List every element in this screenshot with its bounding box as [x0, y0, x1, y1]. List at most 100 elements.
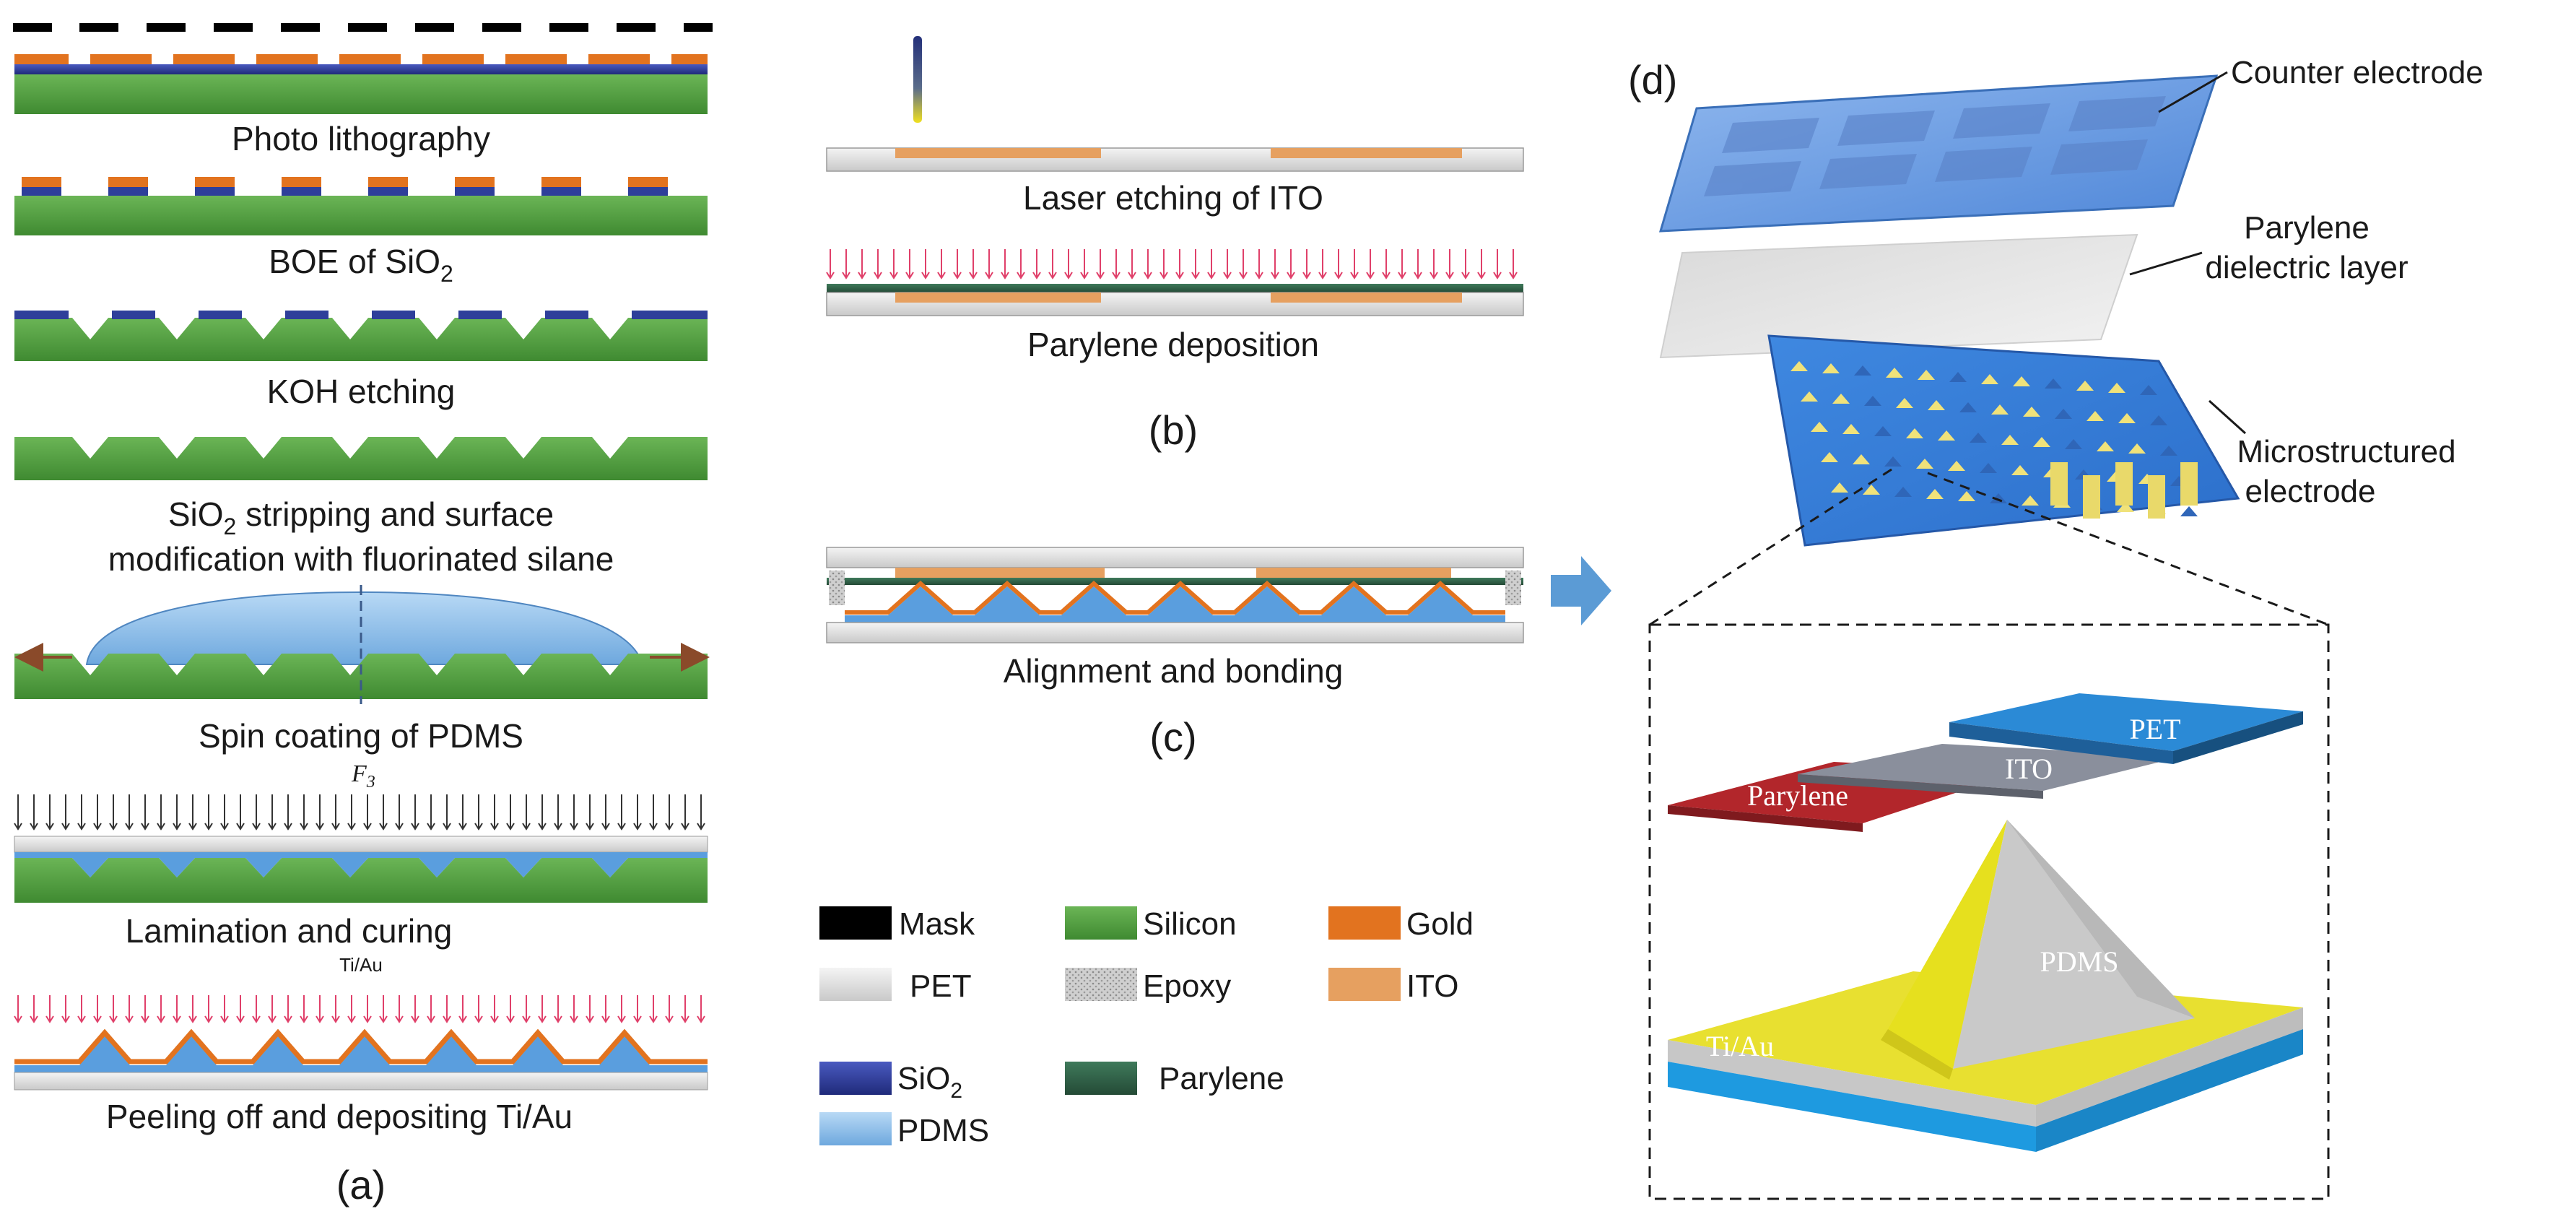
microstructured-label-line1: Microstructured — [2237, 434, 2455, 469]
down-arrow — [1493, 249, 1502, 279]
down-arrow — [1064, 249, 1073, 279]
panel-a-label: (a) — [336, 1162, 386, 1208]
lead-finger — [2148, 475, 2165, 519]
down-arrow — [316, 794, 324, 831]
pyramid-pad — [1811, 422, 1828, 432]
down-arrow — [1366, 249, 1375, 279]
inset-tiau-label: Ti/Au — [1706, 1030, 1774, 1062]
pyramid-pad — [2128, 443, 2146, 454]
down-arrow — [14, 794, 22, 831]
mask-pattern — [13, 23, 713, 32]
pyramid-pad — [1790, 361, 1808, 371]
svg-text:Gold: Gold — [1406, 906, 1474, 942]
down-arrow — [268, 794, 277, 831]
down-arrow — [1048, 249, 1057, 279]
down-arrow — [252, 794, 261, 831]
down-arrow — [443, 794, 451, 831]
pyramid-pad — [1863, 485, 1880, 495]
down-arrow — [649, 794, 658, 831]
deposition-arrows-b — [826, 249, 1518, 279]
down-arrow — [586, 995, 594, 1023]
pressure-arrows — [14, 794, 705, 831]
microstructured-electrode-sheet — [1767, 334, 2240, 547]
down-arrow — [665, 995, 674, 1023]
pyramid-pad — [2076, 381, 2094, 391]
down-arrow — [474, 995, 483, 1023]
panel-c: Alignment and bonding (c) — [826, 547, 1524, 760]
down-arrow — [1159, 249, 1168, 279]
panel-a: Photo lithography — [13, 23, 713, 1208]
step-koh-diagram — [14, 311, 708, 361]
down-arrow — [427, 995, 435, 1023]
down-arrow — [109, 794, 118, 831]
pyramid-pad — [1948, 461, 1965, 471]
down-arrow — [570, 794, 578, 831]
down-arrow — [61, 794, 70, 831]
pyramid-pad — [1831, 482, 1848, 493]
down-arrow — [1128, 249, 1136, 279]
down-arrow — [1445, 249, 1454, 279]
down-arrow — [300, 794, 308, 831]
down-arrow — [395, 995, 404, 1023]
pyramid-pad — [1864, 396, 1881, 406]
down-arrow — [395, 794, 404, 831]
pyramid-pad — [1949, 372, 1967, 382]
pyramid-pad — [2001, 435, 2019, 445]
laser-etching-diagram — [826, 36, 1524, 172]
down-arrow — [347, 794, 356, 831]
panel-d-label: (d) — [1628, 57, 1677, 103]
down-arrow — [1112, 249, 1121, 279]
down-arrow — [141, 995, 149, 1023]
legend: Mask Silicon Gold PET Epoxy ITO SiO2 Pa — [819, 906, 1474, 1148]
down-arrow — [30, 794, 38, 831]
svg-text:PET: PET — [910, 968, 972, 1004]
down-arrow — [985, 249, 993, 279]
pyramid-pad — [2055, 409, 2072, 419]
down-arrow — [45, 995, 54, 1023]
down-arrow — [697, 995, 705, 1023]
parylene-label-line2: dielectric layer — [2205, 250, 2408, 285]
legend-item-pet: PET — [819, 968, 972, 1004]
down-arrow — [953, 249, 962, 279]
pyramid-pad — [1896, 398, 1913, 408]
step-koh-caption: KOH etching — [267, 373, 456, 410]
down-arrow — [1461, 249, 1470, 279]
down-arrow — [204, 995, 213, 1023]
down-arrow — [77, 995, 86, 1023]
down-arrow — [554, 995, 562, 1023]
down-arrow — [284, 995, 292, 1023]
pyramid-pad — [2022, 495, 2039, 506]
tiau-deposition-label: Ti/Au — [339, 954, 383, 976]
legend-item-silicon: Silicon — [1065, 906, 1237, 942]
down-arrow — [316, 995, 324, 1023]
down-arrow — [188, 995, 197, 1023]
step-peeling-diagram — [14, 995, 708, 1091]
inset-pyramid-structure — [1668, 820, 2303, 1152]
inset-ito-label: ITO — [2005, 753, 2053, 785]
microstructured-label-line2: electrode — [2245, 474, 2375, 509]
down-arrow — [188, 794, 197, 831]
step-spin-coating-caption: Spin coating of PDMS — [199, 717, 523, 755]
step-stripping-diagram — [14, 437, 708, 480]
down-arrow — [522, 794, 531, 831]
down-arrow — [125, 794, 134, 831]
down-arrow — [1080, 249, 1089, 279]
pyramid-pad — [2087, 411, 2104, 421]
pyramid-pad — [1981, 374, 1998, 384]
pyramid-pad — [2117, 502, 2134, 512]
down-arrow — [204, 794, 213, 831]
down-arrow — [411, 995, 419, 1023]
parylene-deposition-caption: Parylene deposition — [1027, 326, 1319, 363]
step-peeling-caption: Peeling off and depositing Ti/Au — [106, 1098, 573, 1135]
down-arrow — [490, 995, 499, 1023]
pyramid-pad — [1970, 433, 1987, 443]
down-arrow — [157, 995, 165, 1023]
down-arrow — [125, 995, 134, 1023]
panel-c-label: (c) — [1149, 714, 1196, 760]
down-arrow — [379, 995, 388, 1023]
down-arrow — [1175, 249, 1184, 279]
parylene-dielectric-sheet — [1659, 233, 2138, 359]
down-arrow — [937, 249, 946, 279]
pyramid-pad — [2150, 415, 2167, 425]
svg-text:Silicon: Silicon — [1143, 906, 1237, 942]
